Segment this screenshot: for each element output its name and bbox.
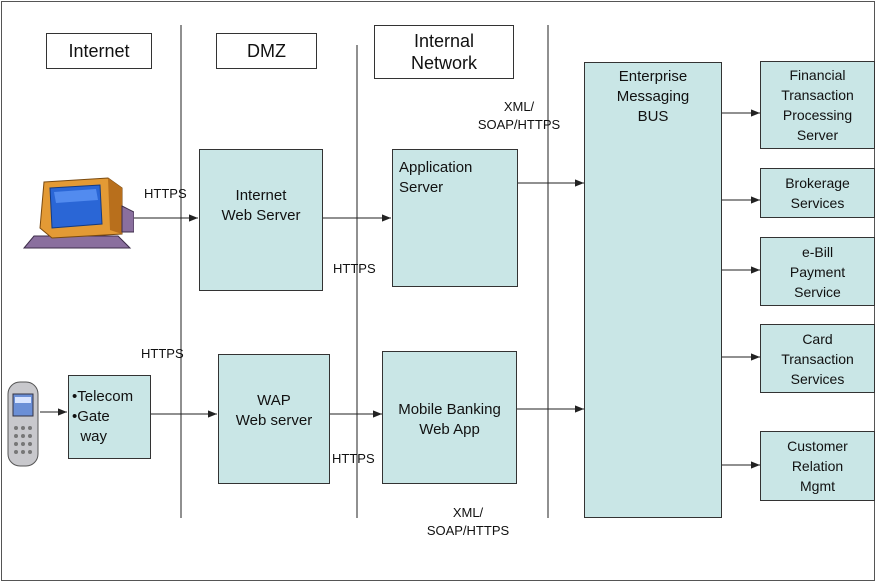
service-brokerage: Brokerage Services bbox=[760, 168, 875, 218]
label-xml-soap-bottom: XML/ SOAP/HTTPS bbox=[426, 505, 510, 538]
desktop-computer-icon bbox=[22, 177, 134, 249]
mobile-banking-web-app: Mobile Banking Web App bbox=[382, 351, 517, 484]
enterprise-messaging-bus: Enterprise Messaging BUS bbox=[584, 62, 722, 518]
zone-label-dmz: DMZ bbox=[216, 33, 317, 69]
zone-label-internal-network: Internal Network bbox=[374, 25, 514, 79]
mobile-phone-icon bbox=[7, 381, 39, 467]
label-https-pc: HTTPS bbox=[144, 186, 187, 201]
service-financial-transaction: Financial Transaction Processing Server bbox=[760, 61, 875, 149]
service-customer-relation: Customer Relation Mgmt bbox=[760, 431, 875, 501]
internet-web-server: Internet Web Server bbox=[199, 149, 323, 291]
wap-web-server: WAP Web server bbox=[218, 354, 330, 484]
label-https-mobile: HTTPS bbox=[141, 346, 184, 361]
service-ebill-payment: e-Bill Payment Service bbox=[760, 237, 875, 306]
label-https-wap-mobile: HTTPS bbox=[332, 451, 375, 466]
label-xml-soap-top: XML/ SOAP/HTTPS bbox=[477, 99, 561, 132]
label-https-dmz-internal: HTTPS bbox=[333, 261, 376, 276]
service-card-transaction: Card Transaction Services bbox=[760, 324, 875, 393]
application-server: Application Server bbox=[392, 149, 518, 287]
telecom-gateway: •Telecom •Gate way bbox=[68, 375, 151, 459]
zone-label-internet: Internet bbox=[46, 33, 152, 69]
